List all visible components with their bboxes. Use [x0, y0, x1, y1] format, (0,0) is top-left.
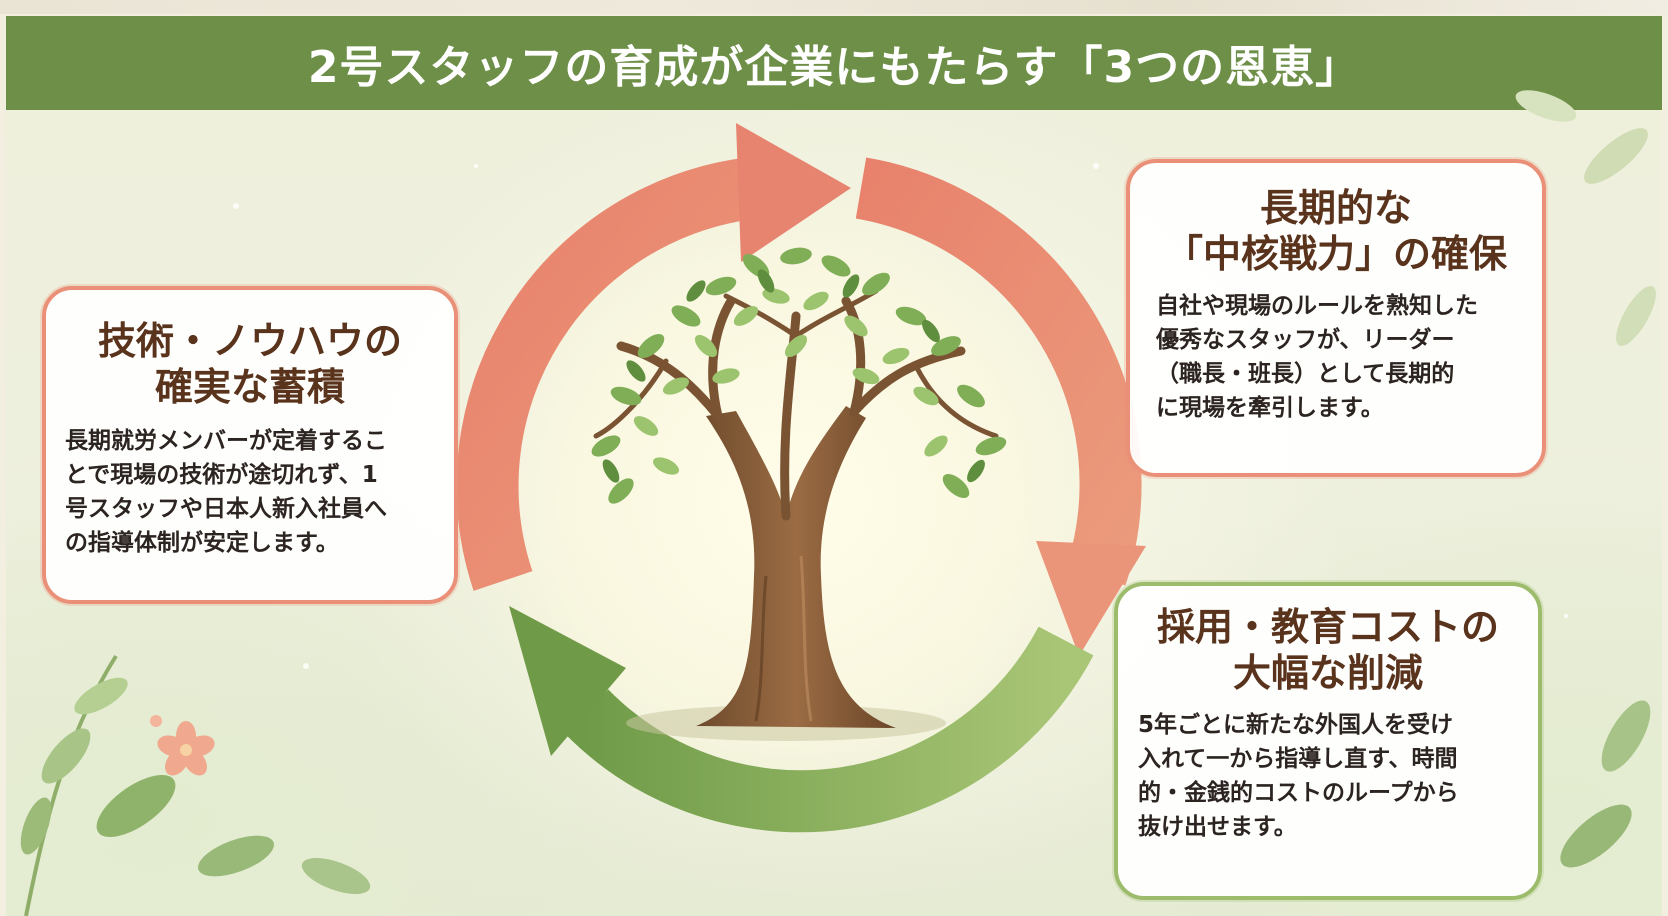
window-top-strip	[0, 0, 1668, 14]
card-body: 長期就労メンバーが定着するこ とで現場の技術が途切れず、1 号スタッフや日本人新…	[65, 428, 387, 556]
card-title-line: 採用・教育コストの	[1156, 605, 1499, 649]
cycle-arrow-icon	[456, 123, 1146, 833]
card-title-line: 「中核戦力」の確保	[1164, 232, 1507, 276]
infographic-panel: 2号スタッフの育成が企業にもたらす「3つの恩恵」	[6, 16, 1662, 916]
benefit-card-cost-reduction: 採用・教育コストの 大幅な削減 5年ごとに新たな外国人を受け 入れて一から指導し…	[1114, 582, 1542, 900]
benefit-card-core-force: 長期的な 「中核戦力」の確保 自社や現場のルールを熟知した 優秀なスタッフが、リ…	[1126, 159, 1546, 477]
card-title-line: 長期的な	[1259, 186, 1412, 230]
title-bar: 2号スタッフの育成が企業にもたらす「3つの恩恵」	[6, 16, 1662, 110]
card-title-line: 確実な蓄積	[154, 365, 345, 409]
tree-icon	[591, 247, 1007, 741]
leaf-icon	[1515, 90, 1656, 868]
card-title-line: 大幅な削減	[1232, 651, 1423, 695]
card-title-line: 技術・ノウハウの	[97, 319, 402, 363]
page-title: 2号スタッフの育成が企業にもたらす「3つの恩恵」	[307, 42, 1361, 93]
card-body: 自社や現場のルールを熟知した 優秀なスタッフが、リーダー （職長・班長）として長…	[1156, 293, 1478, 421]
card-body: 5年ごとに新たな外国人を受け 入れて一から指導し直す、時間 的・金銭的コストのル…	[1138, 712, 1459, 840]
cycle-illustration	[20, 90, 1656, 916]
leaf-icon	[20, 654, 371, 916]
benefit-card-skills: 技術・ノウハウの 確実な蓄積 長期就労メンバーが定着するこ とで現場の技術が途切…	[42, 286, 458, 604]
flower-icon	[150, 715, 215, 776]
